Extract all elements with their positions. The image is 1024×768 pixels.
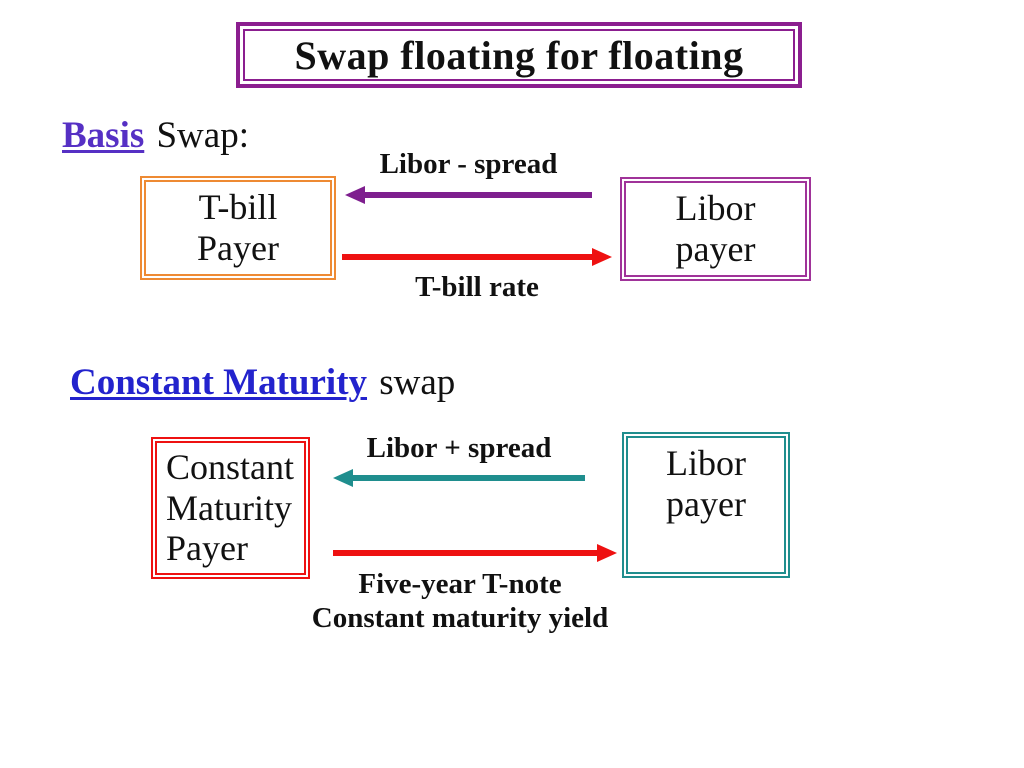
basis-heading-term: Basis [62,115,145,156]
libor-minus-spread-label: Libor - spread [379,148,558,180]
cms-heading-term: Constant Maturity [70,362,368,403]
basis-heading-rest: Swap: [156,115,249,156]
cms-heading: Constant Maturity swap [70,361,455,404]
arrow-head-right-icon [592,248,612,266]
arrow-head-right-icon [597,544,617,562]
cm-yield-arrow [333,544,617,562]
arrow-head-left-icon [333,469,353,487]
tbill-rate-arrow [342,248,612,266]
libor-plus-spread-arrow [333,469,585,487]
libor-plus-spread-label: Libor + spread [366,432,552,464]
cm-yield-label: Five-year T-note Constant maturity yield [311,568,609,634]
libor-minus-spread-arrow [345,186,592,204]
constant-maturity-payer-box: Constant Maturity Payer [151,437,310,579]
libor-payer-box-basis: Libor payer [620,177,811,281]
arrow-head-left-icon [345,186,365,204]
basis-heading: Basis Swap: [62,114,249,157]
cms-heading-rest: swap [379,362,456,403]
title-frame: Swap floating for floating [236,22,802,88]
slide-title: Swap floating for floating [294,32,744,78]
tbill-rate-label: T-bill rate [415,271,539,303]
libor-payer-box-cms: Libor payer [622,432,790,578]
tbill-payer-box: T-bill Payer [140,176,336,280]
